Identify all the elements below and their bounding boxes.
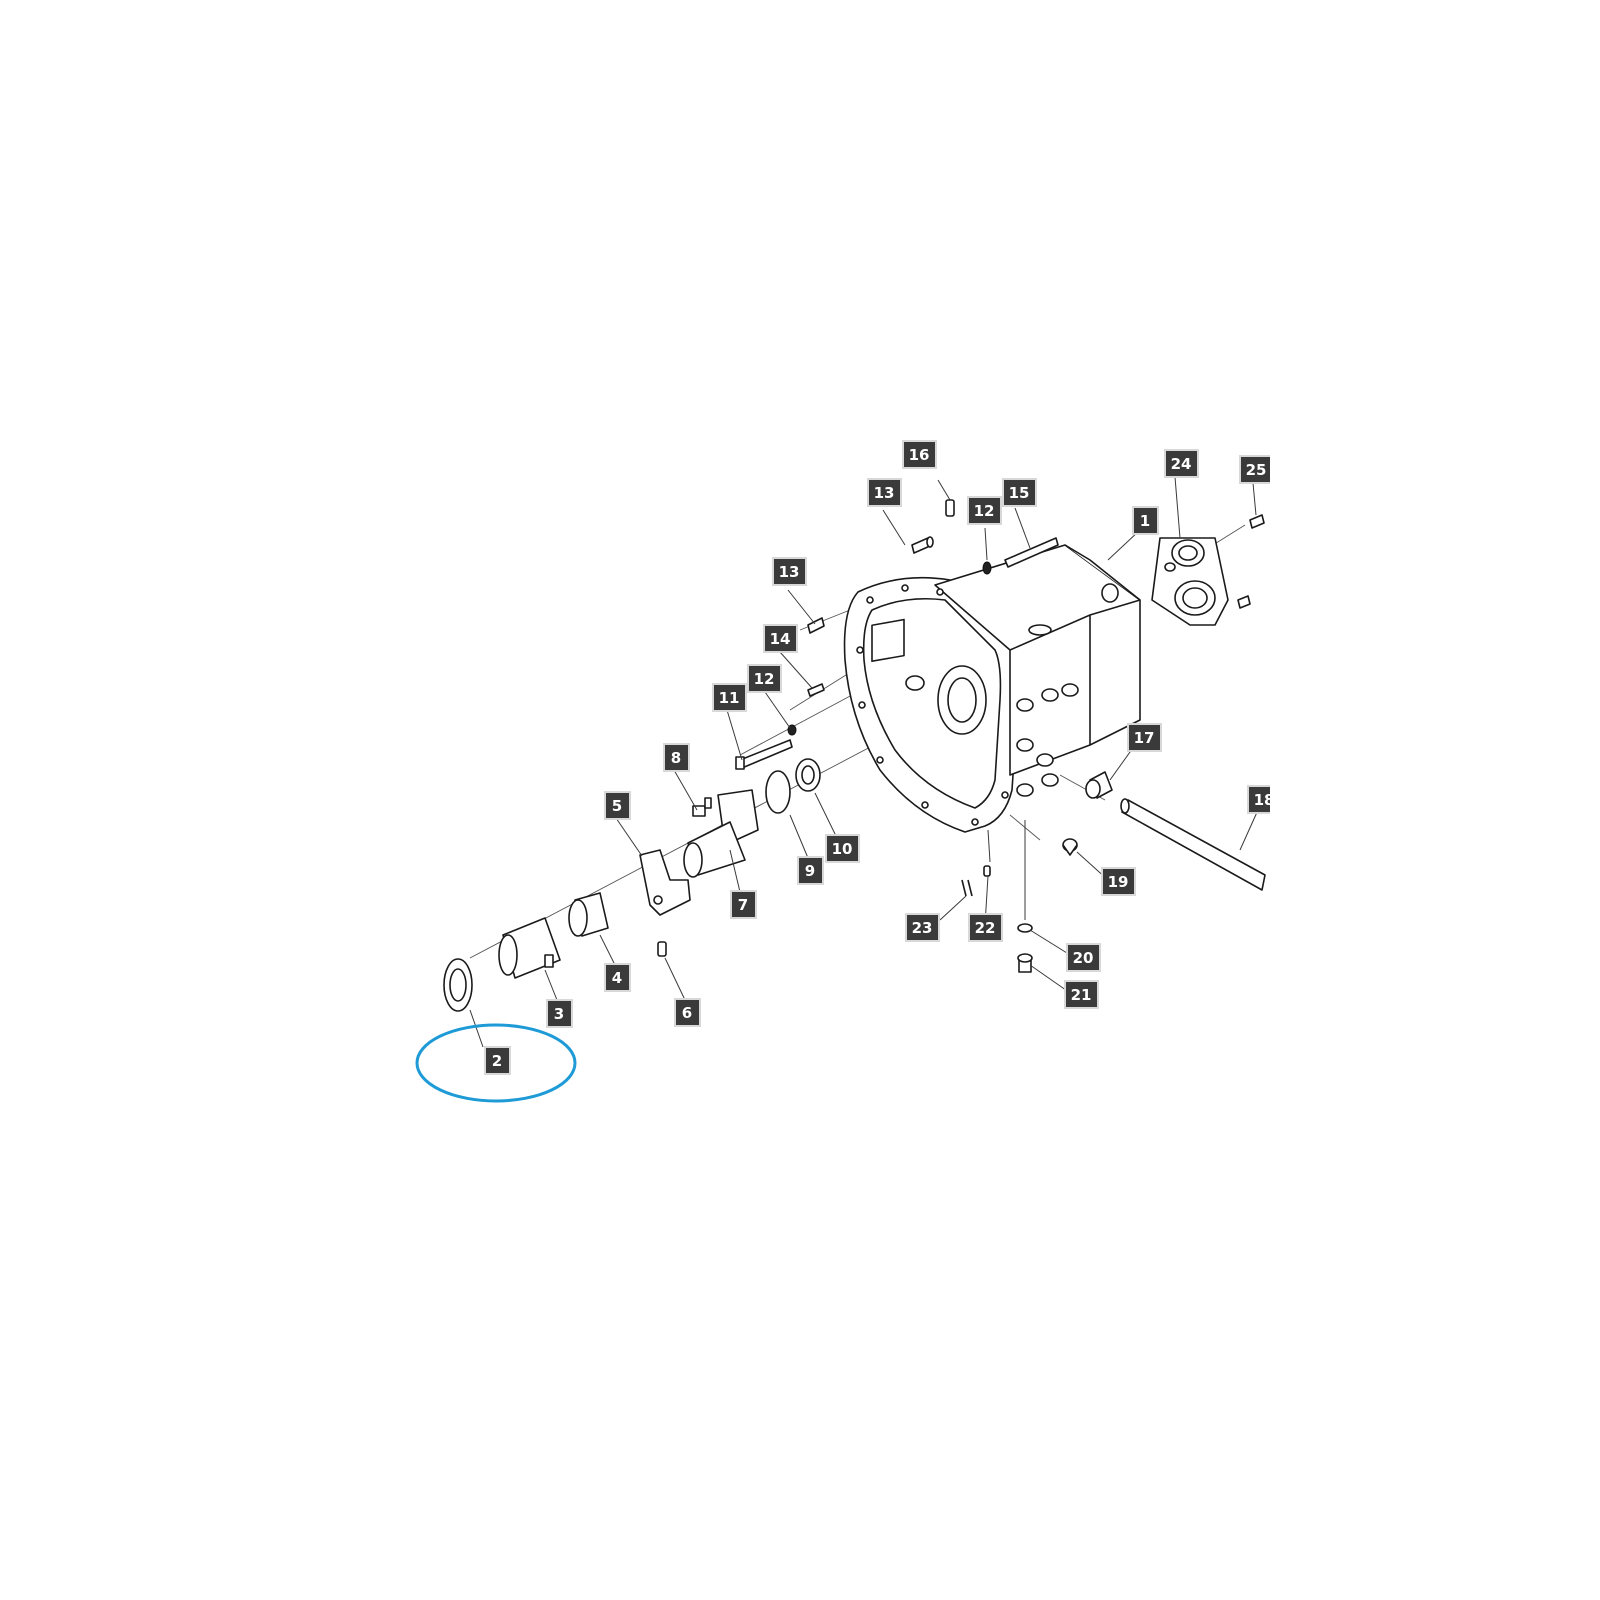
shaft-part: [1120, 798, 1266, 891]
svg-text:3: 3: [554, 1005, 564, 1023]
svg-text:12: 12: [754, 670, 775, 688]
callout-2: 2: [484, 1046, 511, 1075]
callout-10: 10: [825, 834, 860, 863]
svg-text:1: 1: [1140, 512, 1150, 530]
bolt-13-upper: [911, 536, 934, 554]
fork-5: [639, 849, 691, 916]
housing-part: [843, 544, 1141, 833]
callout-1: 1: [1132, 506, 1159, 535]
svg-text:24: 24: [1171, 455, 1192, 473]
svg-text:23: 23: [912, 919, 933, 937]
svg-text:13: 13: [779, 563, 800, 581]
svg-text:13: 13: [874, 484, 895, 502]
stud-15: [1004, 537, 1059, 568]
svg-text:16: 16: [909, 446, 930, 464]
svg-text:11: 11: [719, 689, 740, 707]
callout-24: 24: [1164, 449, 1199, 478]
cover-plate-part: [1151, 537, 1229, 626]
svg-text:4: 4: [612, 969, 622, 987]
callout-19: 19: [1101, 867, 1136, 896]
svg-text:12: 12: [974, 502, 995, 520]
callout-12-upper: 12: [967, 496, 1002, 525]
svg-text:17: 17: [1134, 729, 1155, 747]
cover-bolts-part: [1237, 514, 1265, 609]
svg-text:10: 10: [832, 840, 853, 858]
svg-text:20: 20: [1073, 949, 1094, 967]
svg-text:6: 6: [682, 1004, 692, 1022]
svg-text:7: 7: [738, 896, 748, 914]
callout-15: 15: [1002, 478, 1037, 507]
callout-5: 5: [604, 791, 631, 820]
flange-bolt-holes: [856, 584, 1009, 826]
dowel-part: [983, 865, 991, 877]
svg-text:5: 5: [612, 797, 622, 815]
crop-mask: [1270, 420, 1310, 940]
callout-8: 8: [663, 743, 690, 772]
housing-bosses: [1016, 683, 1079, 797]
grease-fitting-6: [657, 941, 667, 957]
svg-text:19: 19: [1108, 873, 1129, 891]
callout-12-lower: 12: [747, 664, 782, 693]
callout-4: 4: [604, 963, 631, 992]
pin-part: [961, 879, 973, 897]
callout-21: 21: [1064, 980, 1099, 1009]
callout-22: 22: [968, 913, 1003, 942]
svg-text:22: 22: [975, 919, 996, 937]
fitting-16: [945, 499, 955, 517]
callout-23: 23: [905, 913, 940, 942]
pin-14: [807, 683, 825, 697]
carrier-3: [498, 917, 561, 979]
callouts: 1 2 3 4 5 6 7 8: [484, 440, 1282, 1075]
callout-17: 17: [1127, 723, 1162, 752]
callout-11: 11: [712, 683, 747, 712]
svg-text:15: 15: [1009, 484, 1030, 502]
callout-20: 20: [1066, 943, 1101, 972]
callout-6: 6: [674, 998, 701, 1027]
plug-part: [1062, 838, 1078, 856]
callout-25: 25: [1239, 455, 1274, 484]
callout-13-upper: 13: [867, 478, 902, 507]
svg-text:8: 8: [671, 749, 681, 767]
bolt-11: [735, 739, 793, 770]
leader-lines: [469, 476, 1259, 1048]
bolts-8: [692, 797, 712, 817]
drain-bolt-part: [1017, 953, 1033, 973]
sleeve-7: [683, 789, 759, 878]
callout-7: 7: [730, 890, 757, 919]
seal-10: [795, 758, 821, 792]
callout-13-lower: 13: [772, 557, 807, 586]
washer-12-upper: [982, 561, 992, 575]
callout-14: 14: [763, 624, 798, 653]
svg-text:9: 9: [805, 862, 815, 880]
o-ring-9: [765, 770, 791, 814]
svg-text:25: 25: [1246, 461, 1267, 479]
highlight-circle: [415, 1023, 577, 1103]
washer-part: [1017, 923, 1033, 933]
svg-text:21: 21: [1071, 986, 1092, 1004]
svg-text:14: 14: [770, 630, 791, 648]
svg-text:2: 2: [492, 1052, 502, 1070]
bushing-part: [1085, 771, 1113, 799]
callout-16: 16: [902, 440, 937, 469]
bushing-4: [568, 892, 609, 937]
callout-3: 3: [546, 999, 573, 1028]
svg-text:18: 18: [1254, 791, 1275, 809]
seal-2: [443, 958, 473, 1012]
callout-9: 9: [797, 856, 824, 885]
bolt-13-lower: [807, 617, 825, 634]
